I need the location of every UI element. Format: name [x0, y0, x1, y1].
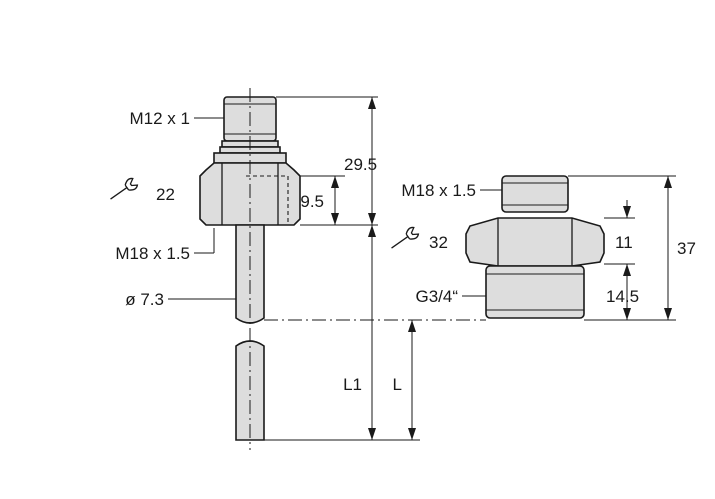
- label-wrench-22: 22: [156, 185, 175, 204]
- adapter-g34-thread: [485, 265, 585, 319]
- probe-lower: [235, 340, 265, 441]
- label-29-5: 29.5: [344, 155, 377, 174]
- label-37: 37: [677, 239, 696, 258]
- label-m12: M12 x 1: [130, 109, 190, 128]
- label-m18-adapter: M18 x 1.5: [401, 181, 476, 200]
- adapter-body: [465, 175, 605, 319]
- label-g34: G3/4“: [415, 287, 458, 306]
- label-wrench-32: 32: [429, 233, 448, 252]
- sensor-body: [199, 88, 301, 450]
- hidden-thread: [246, 175, 289, 222]
- adapter-m18-thread: [501, 175, 569, 213]
- wrench-icon: [110, 177, 139, 200]
- hex-nut-32: [465, 217, 605, 267]
- label-m18-sensor: M18 x 1.5: [115, 244, 190, 263]
- label-9-5: 9.5: [300, 192, 324, 211]
- wrench-icon: [391, 226, 420, 249]
- label-l1: L1: [343, 375, 362, 394]
- label-diameter: ø 7.3: [125, 290, 164, 309]
- label-14-5: 14.5: [606, 287, 639, 306]
- label-l: L: [393, 375, 402, 394]
- label-11: 11: [615, 233, 633, 252]
